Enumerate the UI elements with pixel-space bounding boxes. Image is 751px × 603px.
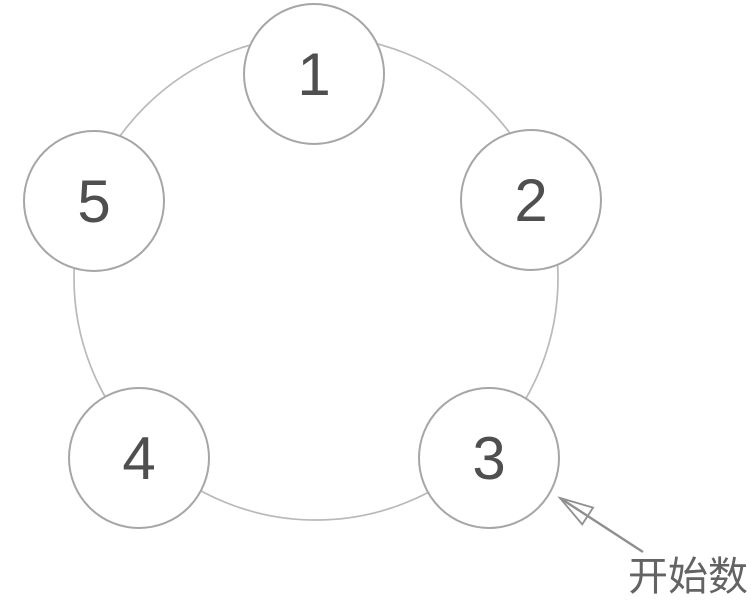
node-label-5: 5 [77,168,110,235]
start-arrow-shaft [559,496,644,554]
node-circle-1 [243,3,385,145]
node-circle-4 [68,387,210,529]
node-circle-2 [460,129,602,271]
node-circle-3 [418,387,560,529]
node-label-1: 1 [297,41,330,108]
node-label-4: 4 [122,425,155,492]
node-circle-5 [23,130,165,272]
node-label-3: 3 [472,425,505,492]
node-label-2: 2 [514,167,547,234]
start-counting-annotation: 开始数 [628,555,748,599]
